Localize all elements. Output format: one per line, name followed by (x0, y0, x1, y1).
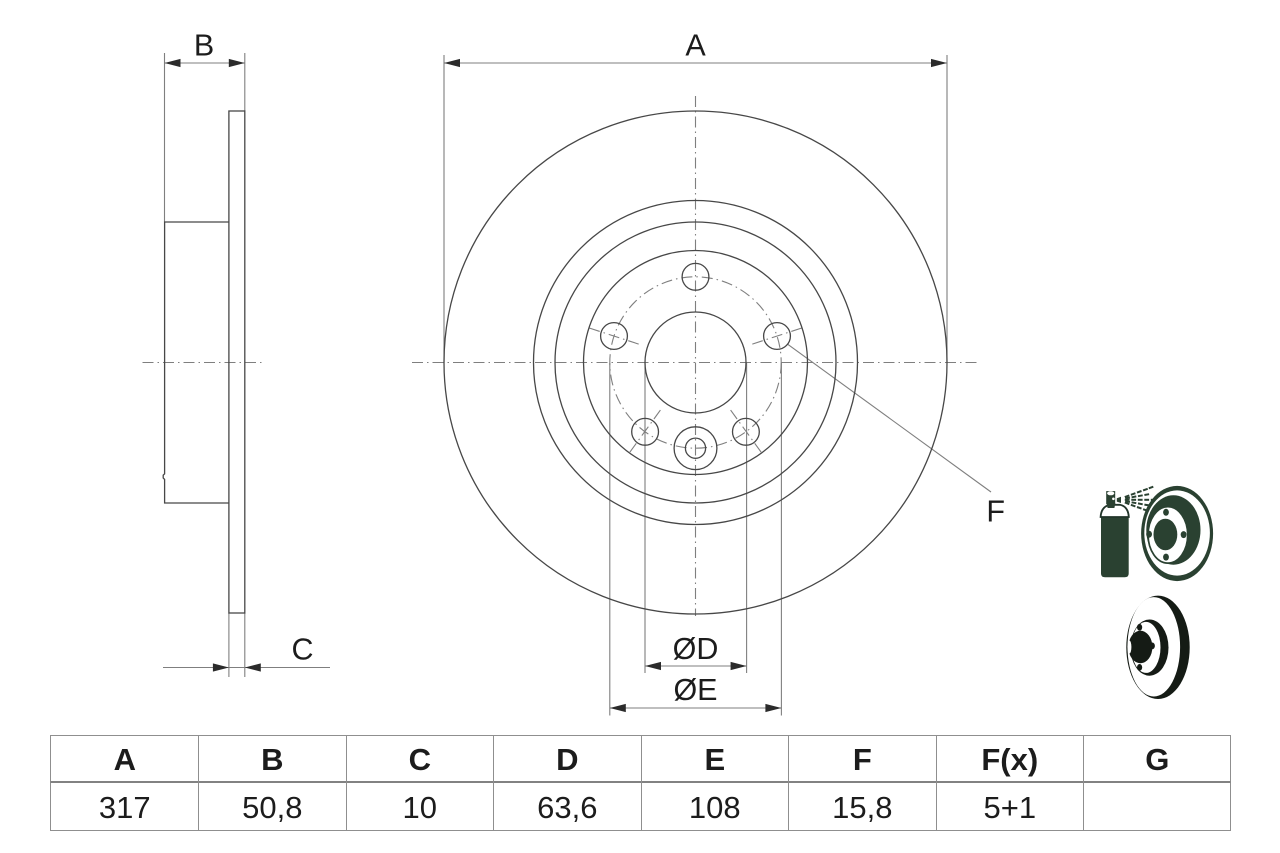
svg-text:15,8: 15,8 (832, 790, 892, 825)
svg-text:B: B (194, 28, 214, 62)
svg-text:ØE: ØE (673, 673, 717, 707)
svg-text:50,8: 50,8 (242, 790, 302, 825)
svg-text:A: A (685, 28, 706, 62)
svg-text:F: F (853, 742, 872, 777)
svg-text:D: D (556, 742, 578, 777)
svg-text:A: A (114, 742, 136, 777)
svg-text:10: 10 (403, 790, 437, 825)
svg-text:ØD: ØD (673, 632, 719, 666)
svg-text:G: G (1145, 742, 1169, 777)
svg-text:5+1: 5+1 (984, 790, 1037, 825)
svg-text:F(x): F(x) (981, 742, 1038, 777)
svg-text:C: C (409, 742, 431, 777)
svg-text:C: C (291, 633, 313, 667)
svg-text:317: 317 (99, 790, 151, 825)
svg-text:B: B (261, 742, 283, 777)
svg-text:E: E (704, 742, 725, 777)
svg-text:63,6: 63,6 (537, 790, 597, 825)
svg-text:108: 108 (689, 790, 741, 825)
svg-text:F: F (986, 495, 1005, 529)
